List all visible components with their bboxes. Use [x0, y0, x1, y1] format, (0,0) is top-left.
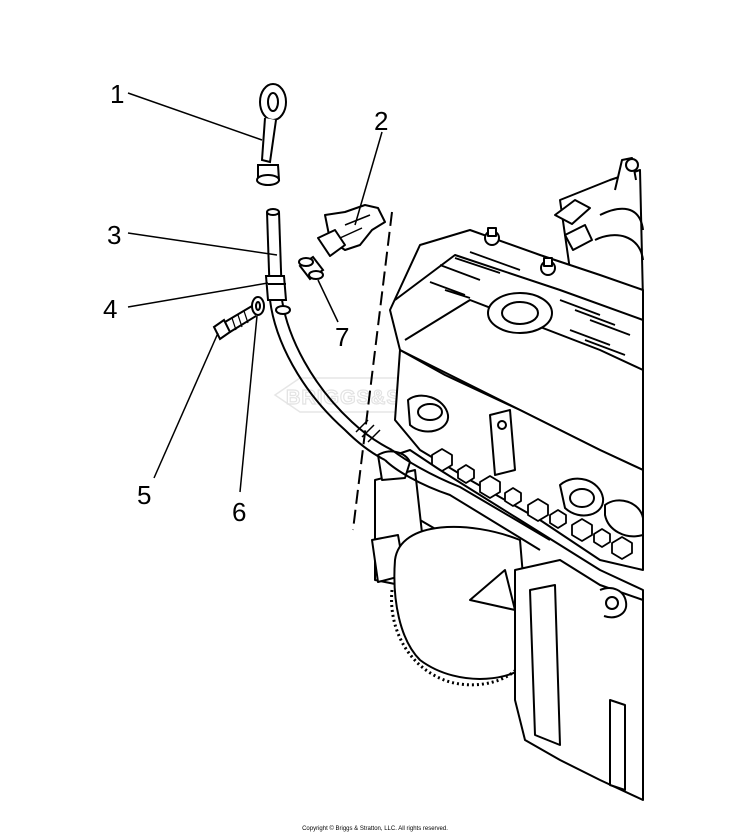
- tube-bracket: [264, 275, 288, 301]
- callout-1: 1: [110, 79, 124, 109]
- callout-3: 3: [107, 220, 121, 250]
- leader-lines: [127, 92, 383, 493]
- copyright-notice: Copyright © Briggs & Stratton, LLC. All …: [302, 826, 448, 832]
- engine-block: [371, 157, 644, 801]
- callout-5: 5: [137, 480, 151, 510]
- spacer-sleeve: [298, 255, 325, 281]
- washer: [251, 296, 265, 316]
- callout-6: 6: [232, 497, 246, 527]
- alignment-line: [352, 211, 393, 531]
- callout-4: 4: [103, 294, 117, 324]
- dipstick-handle: [256, 83, 287, 186]
- bolt: [212, 305, 257, 341]
- callout-2: 2: [374, 106, 388, 136]
- heat-shield-bracket: [317, 204, 386, 257]
- callout-7: 7: [335, 322, 349, 352]
